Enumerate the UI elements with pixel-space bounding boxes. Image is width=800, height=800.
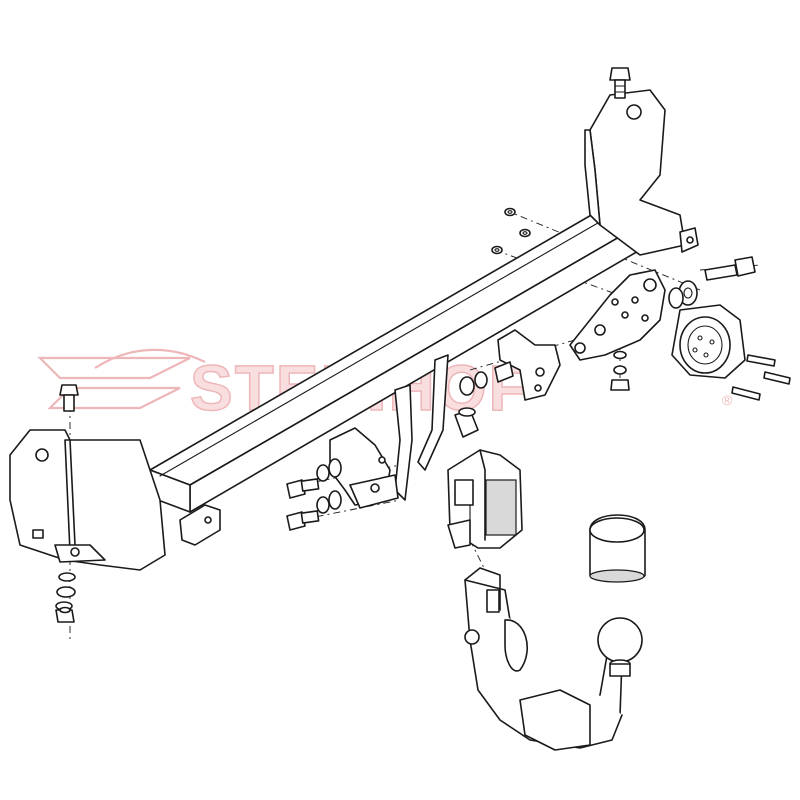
center-fasteners	[454, 361, 514, 438]
receiver-housing	[447, 449, 523, 549]
center-drop-bracket	[329, 354, 449, 509]
steinhof-logo-swoosh-icon	[37, 348, 206, 410]
socket-screws	[731, 354, 791, 401]
right-side-bracket	[584, 89, 699, 256]
right-washers	[610, 280, 698, 391]
bracket-hole-icon	[626, 104, 642, 120]
electrical-socket	[671, 304, 746, 379]
left-side-bracket	[9, 429, 221, 571]
crossbar-beam	[149, 209, 641, 513]
tow-ball	[597, 617, 643, 677]
left-bolts-washers	[286, 458, 342, 531]
top-bolt-right	[609, 67, 631, 99]
tow-ball-cap	[589, 514, 646, 583]
socket-mounting-plate	[569, 269, 666, 361]
center-bracket-right	[497, 329, 561, 401]
tow-ball-neck	[464, 567, 623, 751]
bracket-slot-icon	[32, 529, 44, 539]
bracket-hole-icon	[35, 448, 49, 462]
left-bolt-stack	[55, 384, 79, 623]
long-bolt-right	[704, 256, 756, 281]
small-nuts-group	[491, 207, 531, 255]
watermark-registered-mark: ®	[722, 392, 733, 408]
